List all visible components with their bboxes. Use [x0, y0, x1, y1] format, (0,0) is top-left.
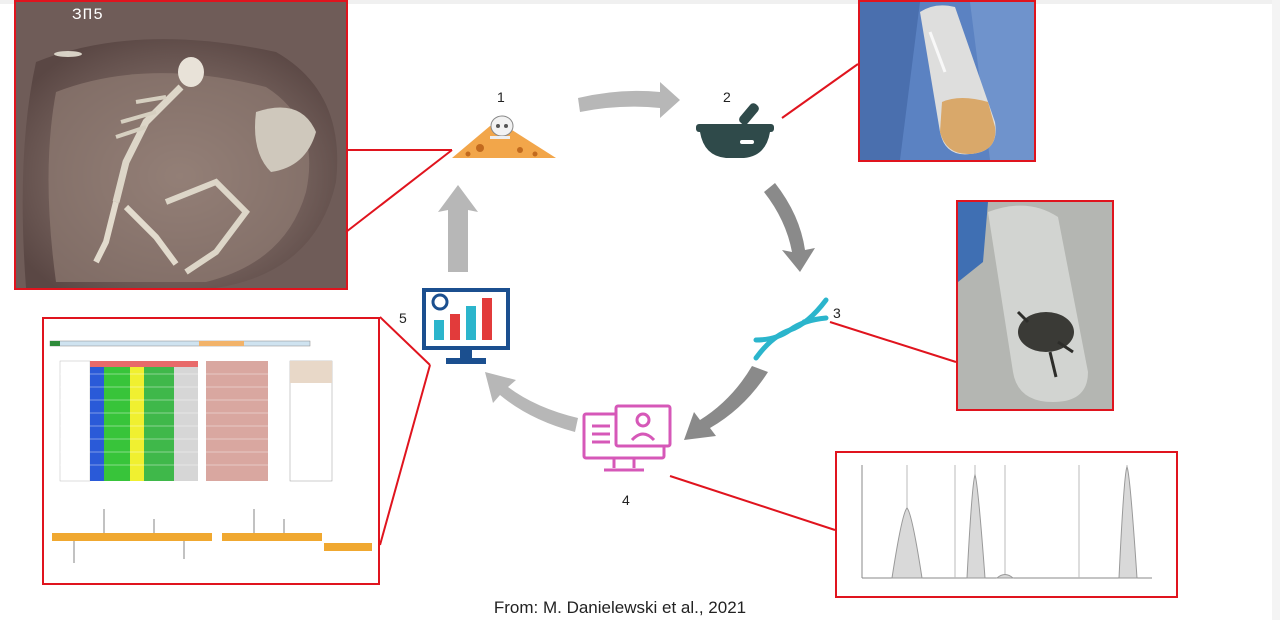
- dna-helix-icon: [753, 297, 829, 361]
- excavation-site-icon: [452, 115, 556, 158]
- sequence-analysis-figure: [42, 317, 380, 585]
- chromatogram-plot: [835, 451, 1178, 598]
- step-1-number: 1: [497, 89, 505, 105]
- step-4-number: 4: [622, 492, 630, 508]
- step-3-number: 3: [833, 305, 841, 321]
- step-5-number: 5: [399, 310, 407, 326]
- computer-screen-icon: [582, 404, 672, 472]
- step-2-number: 2: [723, 89, 731, 105]
- scrollbar-track[interactable]: [1272, 0, 1280, 620]
- top-bar: [0, 0, 1280, 4]
- mortar-pestle-icon: [696, 103, 774, 158]
- excavation-photo: ЗП5: [14, 0, 348, 290]
- tube-dna-photo: [956, 200, 1114, 411]
- figure-caption: From: M. Danielewski et al., 2021: [493, 598, 747, 617]
- photo-label: ЗП5: [72, 6, 104, 24]
- analytics-monitor-icon: [422, 288, 510, 364]
- tube-powder-photo: [858, 0, 1036, 162]
